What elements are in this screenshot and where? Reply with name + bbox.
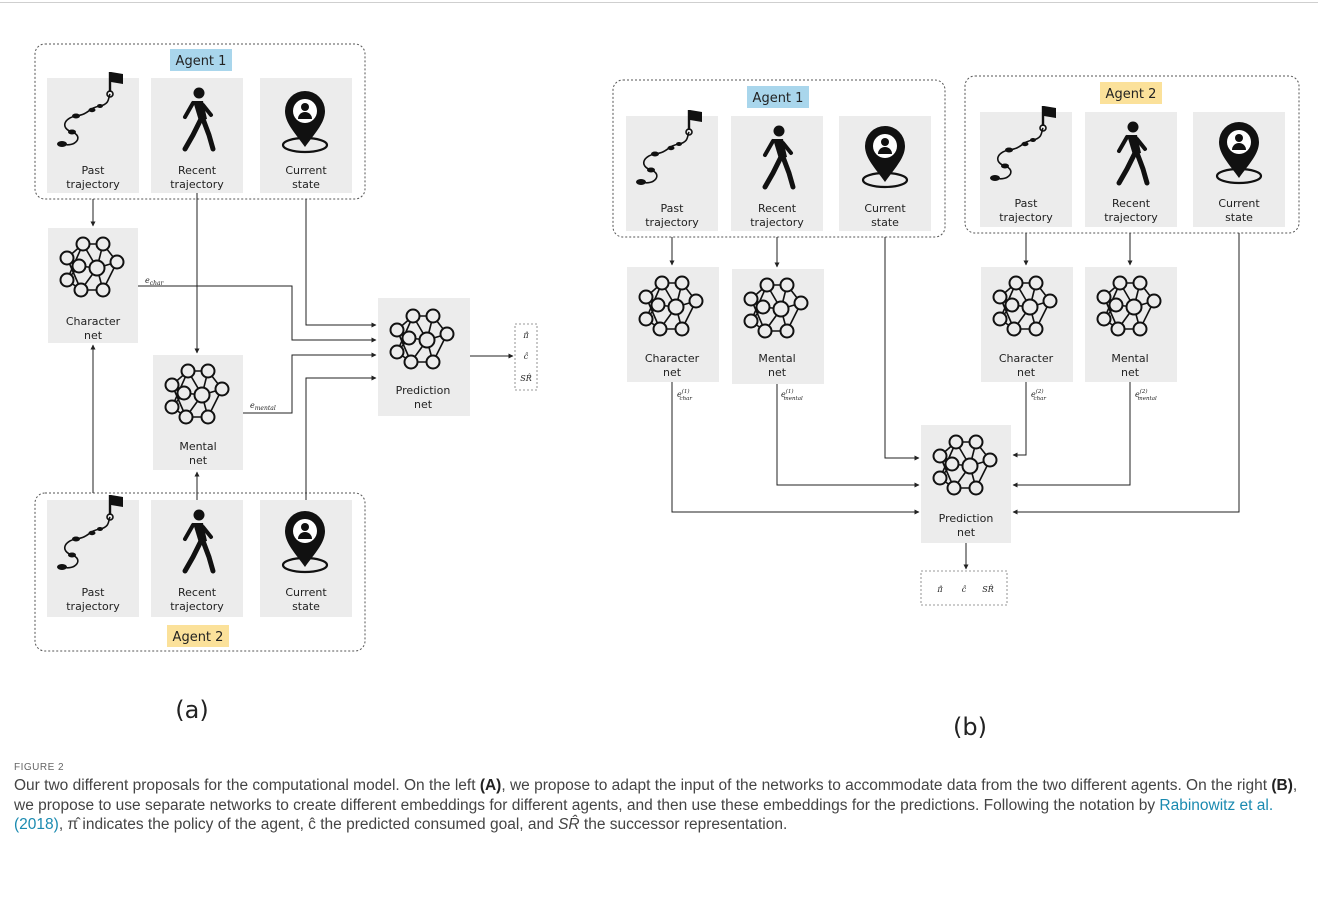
past-trajectory-box-b1	[626, 116, 718, 231]
prediction-net-label-a: Prediction	[396, 384, 451, 397]
connectors-a	[90, 193, 514, 500]
agent2-tag-b	[1100, 82, 1162, 104]
agent1-label-a: Agent 1	[176, 54, 227, 69]
agent2-group-b	[964, 75, 1300, 234]
character-net-label2-b1: net	[663, 366, 682, 379]
prediction-net-label-b: Prediction	[939, 512, 994, 525]
output-c-a: ĉ	[524, 352, 529, 361]
past-label-a1: Past	[82, 164, 106, 177]
past-trajectory-box-b2	[980, 112, 1072, 227]
panel-a: Agent 1 Past trajectory Recent trajector…	[34, 43, 538, 724]
past-label-b1: Past	[661, 202, 685, 215]
figure-label: FIGURE 2	[14, 762, 65, 773]
recent-label-a1: Recent	[178, 164, 217, 177]
character-net-label-b1: Character	[645, 352, 700, 365]
output-pi-b: π̂	[936, 585, 943, 594]
output-box-b	[920, 570, 1008, 606]
output-pi-a: π̂	[522, 331, 529, 340]
current-label-a1: Current	[285, 164, 327, 177]
agent2-tag-a	[167, 625, 229, 647]
current-label2-b1: state	[871, 216, 899, 229]
current-label2-a1: state	[292, 178, 320, 191]
character-net-label-a: Character	[66, 315, 121, 328]
past-trajectory-box-a1	[47, 78, 139, 193]
character-net-label2-a: net	[84, 329, 103, 342]
prediction-net-label2-a: net	[414, 398, 433, 411]
current-label2-a2: state	[292, 600, 320, 613]
recent-label-b2: Recent	[1112, 197, 1151, 210]
subfig-label-a: (a)	[175, 696, 208, 724]
current-label-b1: Current	[864, 202, 906, 215]
recent-label2-b2: trajectory	[1104, 211, 1158, 224]
agent1-tag-a	[170, 49, 232, 71]
mental-net-label-b2: Mental	[1111, 352, 1148, 365]
current-label-b2: Current	[1218, 197, 1260, 210]
citation-link[interactable]: Rabinowitz et al. (2018)	[14, 796, 1274, 834]
current-label2-b2: state	[1225, 211, 1253, 224]
e-mental1-label-b: e(1)mental	[781, 388, 803, 402]
character-net-label2-b2: net	[1017, 366, 1036, 379]
top-rule	[0, 2, 1318, 3]
recent-label-a2: Recent	[178, 586, 217, 599]
past-label-a2: Past	[82, 586, 106, 599]
panel-b: Agent 1 Past trajectory Recent trajector…	[612, 75, 1300, 741]
figure-caption: FIGURE 2 Our two different proposals for…	[14, 762, 1309, 835]
past-label2-a2: trajectory	[66, 600, 120, 613]
past-label-b2: Past	[1015, 197, 1039, 210]
prediction-net-label2-b: net	[957, 526, 976, 539]
figure-2: Agent 1 Past trajectory Recent trajector…	[34, 43, 1300, 741]
mental-net-label-a: Mental	[179, 440, 216, 453]
mental-net-label2-a: net	[189, 454, 208, 467]
agent2-group-a	[34, 492, 366, 652]
past-label2-a1: trajectory	[66, 178, 120, 191]
past-trajectory-box-a2	[47, 500, 139, 617]
caption-text: Our two different proposals for the comp…	[14, 777, 1298, 834]
past-label2-b1: trajectory	[645, 216, 699, 229]
e-mental2-label-b: e(2)mental	[1135, 388, 1157, 402]
recent-label-b1: Recent	[758, 202, 797, 215]
current-label-a2: Current	[285, 586, 327, 599]
e-mental-label-a: emental	[250, 401, 276, 412]
output-c-b: ĉ	[962, 585, 967, 594]
mental-net-label2-b2: net	[1121, 366, 1140, 379]
agent2-label-b: Agent 2	[1106, 87, 1157, 102]
output-sr-b: SR̂	[982, 585, 994, 594]
connectors-b	[669, 233, 1240, 570]
recent-label2-a1: trajectory	[170, 178, 224, 191]
agent1-label-b: Agent 1	[753, 91, 804, 106]
agent2-label-a: Agent 2	[173, 630, 224, 645]
mental-net-label2-b1: net	[768, 366, 787, 379]
e-char-label-a: echar	[145, 276, 165, 287]
subfig-label-b: (b)	[953, 713, 987, 741]
agent1-group-a	[34, 43, 366, 200]
output-sr-a: SR̂	[520, 374, 532, 383]
agent1-group-b	[612, 79, 946, 238]
output-box-a	[514, 323, 538, 391]
past-label2-b2: trajectory	[999, 211, 1053, 224]
agent1-tag-b	[747, 86, 809, 108]
recent-label2-b1: trajectory	[750, 216, 804, 229]
e-char1-label-b: e(1)char	[677, 388, 692, 402]
recent-label2-a2: trajectory	[170, 600, 224, 613]
character-net-label-b2: Character	[999, 352, 1054, 365]
mental-net-label-b1: Mental	[758, 352, 795, 365]
e-char2-label-b: e(2)char	[1031, 388, 1046, 402]
